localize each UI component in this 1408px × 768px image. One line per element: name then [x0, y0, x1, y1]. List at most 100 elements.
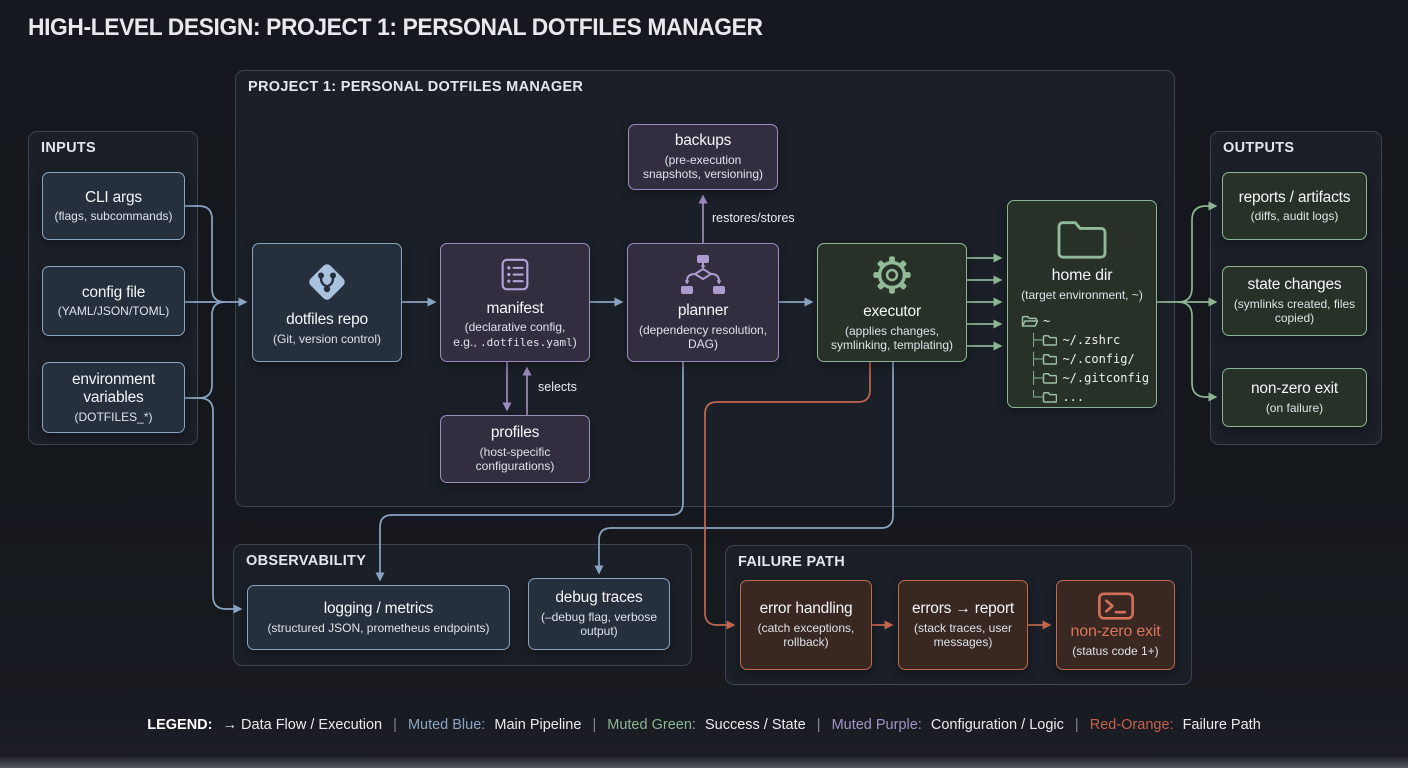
node-title: home dir [1051, 267, 1113, 284]
node-cli-args: CLI args (flags, subcommands) [42, 172, 185, 240]
edge-env-vars-bus [185, 301, 226, 399]
node-title: planner [677, 301, 729, 319]
manifest-sub-line1: (declarative config, [464, 320, 566, 335]
node-title: CLI args [85, 188, 142, 206]
node-subtitle: (flags, subcommands) [54, 209, 173, 224]
node-subtitle: (stack traces, user messages) [913, 621, 1013, 650]
node-title: profiles [490, 424, 540, 442]
node-subtitle: (DOTFILES_*) [74, 409, 153, 424]
node-title: backups [674, 132, 732, 150]
tree-item: ├─ ~/.config/ [1030, 350, 1149, 369]
legend-separator: | [592, 717, 597, 733]
list-icon [501, 258, 529, 290]
node-subtitle: (target environment, ~) [1021, 288, 1143, 303]
node-logging-metrics: logging / metrics (structured JSON, prom… [247, 585, 510, 650]
node-title: executor [863, 302, 921, 320]
node-title: debug traces [555, 589, 643, 607]
legend: LEGEND: → Data Flow / Execution | Muted … [0, 717, 1408, 733]
main-panel-label: PROJECT 1: PERSONAL DOTFILES MANAGER [248, 79, 584, 95]
node-subtitle: (status code 1+) [1072, 644, 1159, 659]
node-title: logging / metrics [323, 600, 434, 618]
edge-home-nonzero-exit [1177, 301, 1218, 402]
bottom-band [0, 757, 1408, 768]
node-planner: planner (dependency resolution, DAG) [627, 243, 779, 362]
legend-separator: | [1074, 717, 1079, 733]
legend-blue-name: Muted Blue: [407, 717, 486, 733]
edge-label-restores-stores: restores/stores [712, 211, 795, 225]
node-title: config file [81, 283, 146, 301]
node-title: errors → report [911, 600, 1015, 618]
node-subtitle: (dependency resolution, DAG) [638, 322, 768, 351]
tree-root-label: ~ [1043, 314, 1051, 329]
node-failure-nonzero-exit: non-zero exit (status code 1+) [1056, 580, 1175, 670]
tree-path: ~/.config/ [1062, 352, 1135, 367]
node-profiles: profiles (host-specific configurations) [440, 415, 590, 483]
folder-icon [1043, 373, 1058, 384]
node-title: manifest [486, 299, 544, 317]
tree-path: ~/.gitconfig [1062, 371, 1150, 386]
home-dir-tree: ~ ├─ ~/.zshrc ├─ ~/.config/ ├─ ~/.gitcon… [1008, 312, 1149, 407]
node-subtitle: (pre-execution snapshots, versioning) [642, 153, 764, 182]
page-title: HIGH-LEVEL DESIGN: PROJECT 1: PERSONAL D… [28, 14, 763, 41]
legend-red-desc: Failure Path [1182, 717, 1261, 733]
observability-panel-label: OBSERVABILITY [246, 553, 367, 569]
legend-purple-desc: Configuration / Logic [930, 717, 1064, 733]
node-executor: executor (applies changes, symlinking, t… [817, 243, 967, 362]
tree-item: └─ ... [1030, 388, 1149, 407]
node-subtitle: (–debug flag, verbose output) [540, 610, 658, 639]
node-subtitle: (symlinks created, files copied) [1233, 297, 1356, 326]
node-state-changes: state changes (symlinks created, files c… [1222, 266, 1367, 336]
manifest-filename: .dotfiles.yaml [479, 335, 573, 349]
tree-root: ~ [1021, 312, 1149, 331]
manifest-sub-line2-suffix: ) [572, 334, 577, 349]
failure-path-panel-label: FAILURE PATH [738, 554, 845, 570]
gear-icon [873, 256, 911, 294]
folder-icon [1043, 354, 1058, 365]
node-dotfiles-repo: dotfiles repo (Git, version control) [252, 243, 402, 362]
tree-branch: ├─ [1030, 333, 1043, 348]
node-debug-traces: debug traces (–debug flag, verbose outpu… [528, 578, 670, 650]
legend-red-name: Red-Orange: [1089, 717, 1174, 733]
tree-branch: ├─ [1030, 352, 1043, 367]
tree-path: ... [1062, 390, 1085, 405]
node-title: reports / artifacts [1238, 188, 1351, 206]
edge-planner-logging [375, 362, 684, 582]
tree-item: ├─ ~/.zshrc [1030, 331, 1149, 350]
node-subtitle: (structured JSON, prometheus endpoints) [267, 620, 490, 635]
legend-label: LEGEND: [147, 717, 213, 733]
node-title: error handling [759, 600, 853, 618]
open-folder-icon [1021, 315, 1038, 327]
node-errors-report: errors → report (stack traces, user mess… [898, 580, 1028, 670]
folder-icon [1057, 221, 1107, 259]
node-subtitle: (catch exceptions, rollback) [757, 621, 855, 650]
node-subtitle: (YAML/JSON/TOML) [57, 304, 170, 319]
edge-executor-debug-traces [594, 362, 894, 575]
node-reports-artifacts: reports / artifacts (diffs, audit logs) [1222, 172, 1367, 240]
edge-label-selects: selects [538, 380, 577, 394]
node-subtitle: (declarative config, e.g., .dotfiles.yam… [447, 320, 582, 349]
node-subtitle: (Git, version control) [272, 331, 382, 346]
node-manifest: manifest (declarative config, e.g., .dot… [440, 243, 590, 362]
tree-item: ├─ ~/.gitconfig [1030, 369, 1149, 388]
git-icon [309, 264, 345, 300]
terminal-icon [1097, 592, 1134, 620]
legend-separator: | [816, 717, 821, 733]
legend-green-name: Muted Green: [607, 717, 696, 733]
edge-home-reports [1177, 201, 1218, 303]
edge-executor-error-handling [704, 362, 871, 630]
node-error-handling: error handling (catch exceptions, rollba… [740, 580, 872, 670]
node-subtitle: (on failure) [1265, 400, 1324, 415]
legend-purple-name: Muted Purple: [831, 717, 922, 733]
inputs-panel-label: INPUTS [41, 140, 96, 156]
node-output-nonzero-exit: non-zero exit (on failure) [1222, 368, 1367, 427]
tree-children: ├─ ~/.zshrc ├─ ~/.config/ ├─ ~/.gitconfi… [1021, 331, 1149, 407]
tree-branch: ├─ [1030, 371, 1043, 386]
outputs-panel-label: OUTPUTS [1223, 140, 1295, 156]
folder-icon [1043, 335, 1058, 346]
folder-icon [1043, 392, 1058, 403]
node-title: non-zero exit [1070, 622, 1161, 640]
node-title: dotfiles repo [286, 311, 368, 329]
tree-path: ~/.zshrc [1062, 333, 1121, 348]
